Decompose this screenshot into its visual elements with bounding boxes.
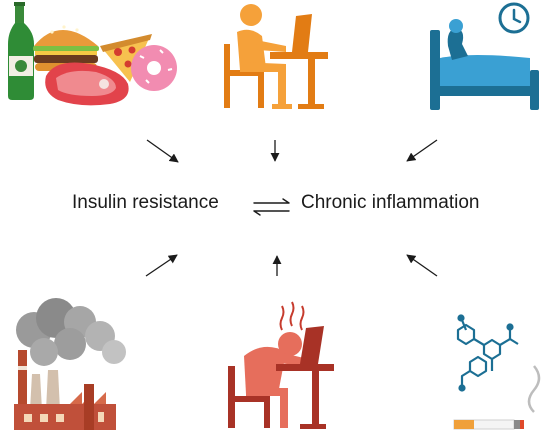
smoking-chemicals-icon xyxy=(456,314,519,392)
arrows xyxy=(145,139,438,277)
arrow-top-right xyxy=(406,139,438,162)
chronic-inflammation-label: Chronic inflammation xyxy=(301,192,480,213)
bidirectional-arrow xyxy=(253,198,290,216)
arrow-top-left xyxy=(146,139,179,163)
sleep-disturbance-icon xyxy=(430,2,539,110)
air-pollution-icon xyxy=(14,298,126,430)
cigarette-icon xyxy=(453,365,541,430)
arrow-bottom-left xyxy=(145,254,178,277)
stress-icon xyxy=(228,301,334,429)
arrow-bottom-right xyxy=(406,254,438,277)
sedentary-work-icon xyxy=(224,4,328,109)
unhealthy-food-icon xyxy=(8,2,177,106)
insulin-resistance-label: Insulin resistance xyxy=(72,192,219,213)
